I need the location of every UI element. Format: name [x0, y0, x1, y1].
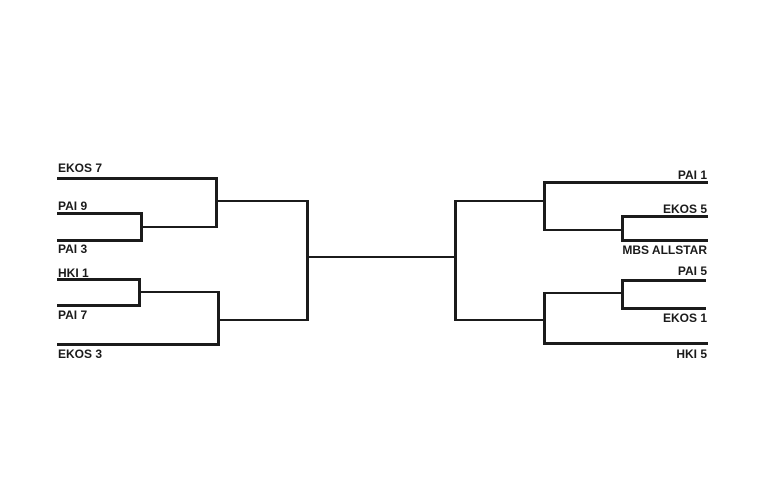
- team-label-mbs-allstar: MBS ALLSTAR: [622, 243, 707, 257]
- team-label-pai-1: PAI 1: [677, 168, 707, 182]
- team-line-ekos-1: [621, 307, 706, 310]
- team-line-ekos-5: [621, 215, 708, 218]
- team-line-ekos-7: [57, 177, 218, 180]
- team-line-hki-1: [57, 278, 141, 281]
- team-label-ekos-5: EKOS 5: [662, 202, 707, 216]
- connector-left-match1-winner: [140, 226, 218, 228]
- team-line-pai-9: [57, 212, 143, 215]
- connector-left-semi-top-entrant: [215, 200, 308, 202]
- team-label-pai-5: PAI 5: [677, 264, 707, 278]
- team-line-mbs-allstar: [621, 239, 708, 242]
- team-line-ekos-3: [57, 343, 220, 346]
- team-line-pai-1: [543, 181, 708, 184]
- connector-right-semi-top-entrant: [454, 200, 545, 202]
- team-line-pai-5: [621, 279, 706, 282]
- team-label-pai-3: PAI 3: [58, 242, 88, 256]
- connector-right-quarter-top-vertical: [543, 181, 546, 231]
- team-label-ekos-1: EKOS 1: [662, 311, 707, 325]
- team-label-hki-1: HKI 1: [58, 266, 89, 280]
- team-line-pai-3: [57, 239, 143, 242]
- team-label-hki-5: HKI 5: [676, 347, 707, 361]
- team-label-pai-7: PAI 7: [58, 308, 88, 322]
- connector-right-match1-vertical: [621, 215, 624, 242]
- connector-right-quarter-bottom-vertical: [543, 292, 546, 345]
- connector-left-match2-winner: [138, 291, 220, 293]
- connector-right-match1-winner: [543, 229, 623, 231]
- connector-right-semifinal-vertical: [454, 200, 457, 321]
- connector-final-line: [306, 256, 456, 258]
- connector-right-match2-vertical: [621, 279, 624, 310]
- team-label-ekos-3: EKOS 3: [58, 347, 103, 361]
- team-line-hki-5: [543, 342, 708, 345]
- connector-left-semi-bottom-entrant: [217, 319, 308, 321]
- connector-left-semifinal-vertical: [306, 200, 309, 321]
- connector-left-quarter-bottom-vertical: [217, 291, 220, 346]
- team-label-ekos-7: EKOS 7: [58, 161, 103, 175]
- connector-right-semi-bottom-entrant: [454, 319, 545, 321]
- connector-right-match2-winner: [543, 292, 623, 294]
- connector-left-quarter-top-vertical: [215, 177, 218, 228]
- team-label-pai-9: PAI 9: [58, 199, 88, 213]
- team-line-pai-7: [57, 304, 141, 307]
